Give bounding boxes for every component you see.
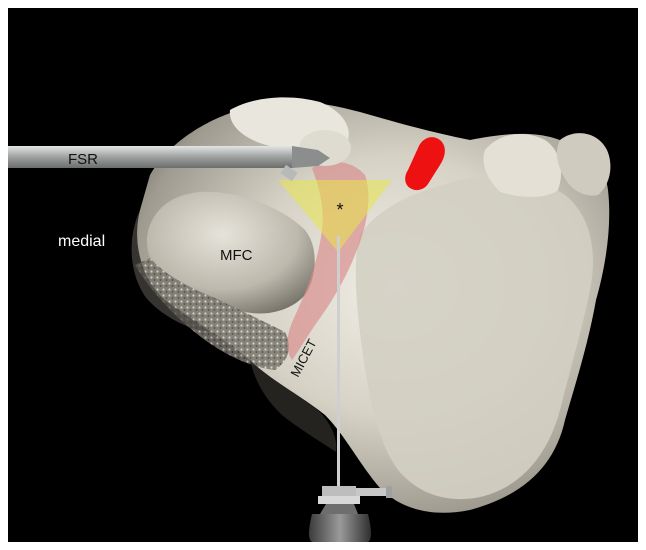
fsr-instrument (8, 146, 294, 168)
label-mfc: MFC (220, 247, 253, 264)
target-asterisk: * (336, 200, 343, 220)
label-medial: medial (58, 233, 105, 250)
label-fsr: FSR (68, 151, 98, 168)
scope-shaft (337, 236, 340, 486)
